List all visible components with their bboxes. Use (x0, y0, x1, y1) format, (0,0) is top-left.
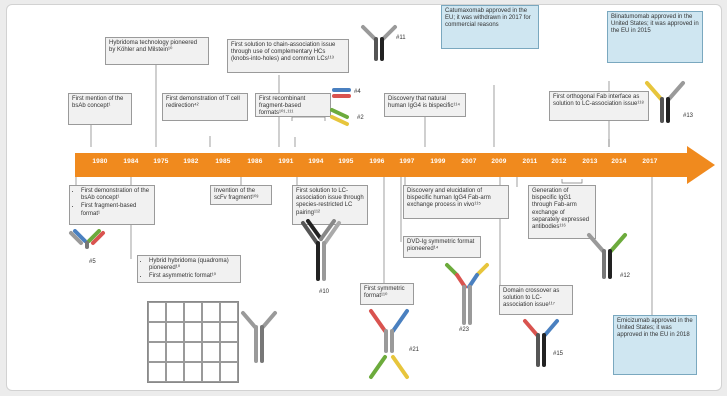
fragment-format-icon (331, 87, 353, 106)
year-label: 1975 (153, 158, 169, 165)
format-label: #4 (354, 89, 361, 95)
event-chain-association: First solution to chain-association issu… (227, 39, 349, 73)
antibody-knobs-into-holes-icon (359, 23, 399, 68)
year-label: 1986 (247, 158, 263, 165)
event-t-cell-redirection: First demonstration of T cell redirectio… (162, 93, 248, 121)
event-item: Hybrid hybridoma (quadroma) pioneered¹⁰ (149, 258, 237, 272)
format-label: #21 (409, 347, 420, 353)
event-scfv-invention: Invention of the scFv fragment¹⁰³ (210, 185, 272, 205)
event-first-mention: First mention of the bsAb concept¹ (68, 93, 132, 125)
event-fab-arm-exchange: Discovery and elucidation of bispecific … (403, 185, 509, 219)
year-label: 2013 (582, 158, 598, 165)
year-label: 2009 (491, 158, 507, 165)
year-label: 1997 (399, 158, 415, 165)
event-separately-expressed: Generation of bispecific IgG1 through Fa… (528, 185, 596, 239)
year-label: 2007 (461, 158, 477, 165)
antibody-dvd-ig-icon (443, 261, 491, 332)
year-label: 1994 (308, 158, 324, 165)
format-label: #10 (319, 289, 330, 295)
timeline-arrow (75, 146, 715, 184)
antibody-quadroma-icon (239, 309, 279, 370)
event-orthogonal-fab: First orthogonal Fab interface as soluti… (549, 91, 649, 121)
event-blinatumomab: Blinatumomab approved in the United Stat… (607, 11, 703, 63)
event-catumaxomab: Catumaxomab approved in the EU; it was w… (441, 5, 539, 49)
year-label: 2012 (551, 158, 567, 165)
year-label: 1991 (278, 158, 294, 165)
year-label: 2014 (611, 158, 627, 165)
event-hybridoma-technology: Hybridoma technology pioneered by Köhler… (105, 37, 209, 65)
year-label: 1982 (183, 158, 199, 165)
event-species-restricted: First solution to LC-association issue t… (292, 185, 368, 225)
year-label: 2017 (642, 158, 658, 165)
event-item: First demonstration of the bsAb concept¹ (81, 188, 151, 202)
format-label: #12 (620, 273, 631, 279)
antibody-lc-pairing-icon (299, 219, 343, 288)
format-label: #2 (357, 115, 364, 121)
event-hybrid-hybridoma: Hybrid hybridoma (quadroma) pioneered¹⁰ … (137, 255, 241, 283)
event-item: First asymmetric format¹⁰ (149, 273, 237, 280)
format-label: #13 (683, 113, 694, 119)
event-emicizumab: Emicizumab approved in the United States… (613, 315, 697, 375)
timeline-figure: 1980 1984 1975 1982 1985 1986 1991 1994 … (6, 4, 722, 391)
antibody-orthogonal-fab-icon (643, 79, 687, 130)
format-label: #11 (396, 35, 406, 41)
fragment-format-icon (329, 107, 351, 134)
format-label: #15 (553, 351, 564, 357)
year-label: 2011 (522, 158, 538, 165)
event-dvd-ig: DVD-Ig symmetric format pioneered¹⁴ (403, 236, 481, 258)
event-recombinant-fragment: First recombinant fragment-based formats… (255, 93, 331, 117)
event-item: First fragment-based format¹ (81, 203, 151, 217)
format-label: #23 (459, 327, 470, 333)
quadroma-grid (147, 301, 239, 383)
format-label: #5 (89, 259, 96, 265)
antibody-crossmab-icon (521, 317, 561, 374)
antibody-symmetric-icon (367, 307, 411, 386)
year-label: 1999 (430, 158, 446, 165)
year-label: 1984 (123, 158, 139, 165)
event-symmetric-format: First symmetric format¹¹⁰ (360, 283, 414, 305)
antibody-fragment-icon (67, 229, 107, 264)
event-igg4-bispecific: Discovery that natural human IgG4 is bis… (384, 93, 466, 117)
event-bsab-demonstration: First demonstration of the bsAb concept¹… (69, 185, 155, 225)
year-label: 1980 (92, 158, 108, 165)
year-label: 1995 (338, 158, 354, 165)
event-domain-crossover: Domain crossover as solution to LC-assoc… (499, 285, 573, 315)
antibody-duobody-icon (585, 231, 629, 286)
year-label: 1996 (369, 158, 385, 165)
year-label: 1985 (215, 158, 231, 165)
